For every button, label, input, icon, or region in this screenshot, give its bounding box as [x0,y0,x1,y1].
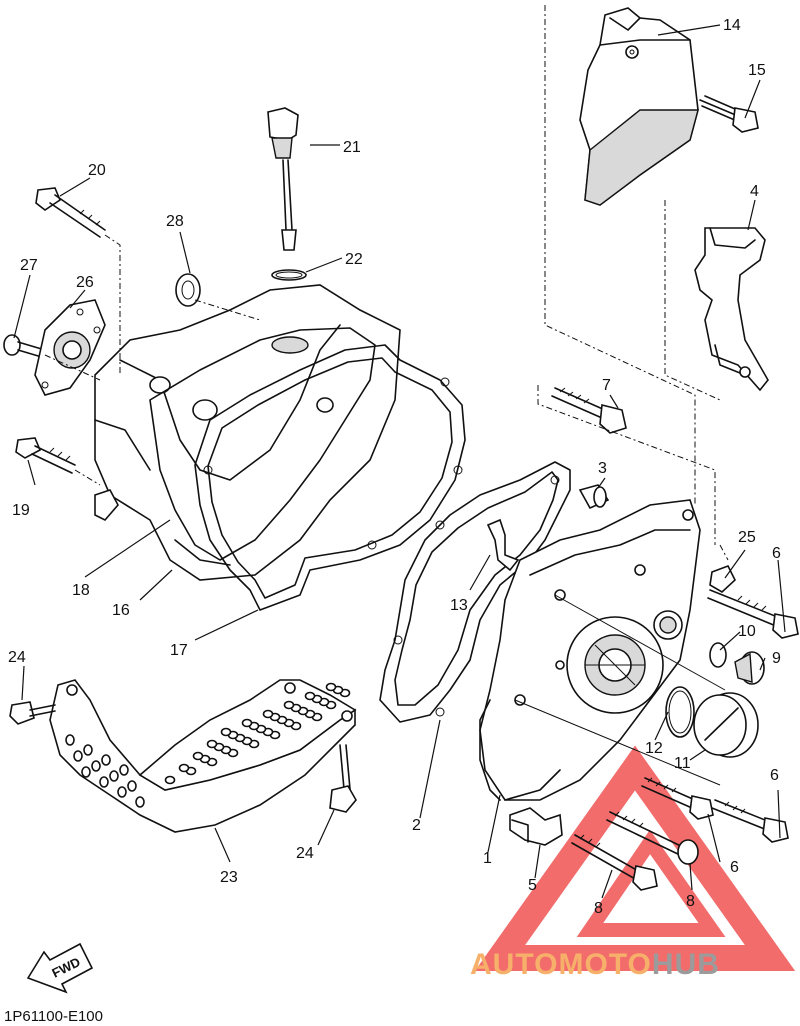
vent-hole [241,718,253,728]
part-12-o-ring [665,686,695,738]
vent-hole [81,766,91,778]
vent-hole [65,734,75,746]
callout-6a: 6 [772,545,781,562]
forward-direction-arrow: FWD [26,942,94,994]
callout-numbers: 1 2 3 4 5 6 6 6 7 8 8 9 10 11 12 13 14 1… [8,17,781,917]
part-11-cap [693,692,759,758]
assembly-guide-lines-right [514,5,729,786]
part-10-o-ring [709,642,727,668]
vent-hole [99,776,109,788]
callout-5: 5 [528,877,537,894]
watermark-text-hub: HUB [652,948,720,981]
vent-hole [164,775,176,785]
part-13-clip [486,518,520,572]
part-16-crankcase-cover [94,284,401,581]
callout-24a: 24 [8,649,26,666]
callout-leader-lines [13,24,786,899]
callout-25: 25 [738,529,756,546]
vent-hole [325,682,337,692]
watermark-text-automoto: AUTOMOTO [470,948,652,981]
part-1-crankcase-cover [479,499,701,801]
part-2-gasket [379,461,571,723]
callout-14: 14 [723,17,741,34]
callout-10: 10 [738,623,756,640]
part-18-gasket [149,327,376,561]
callout-17: 17 [170,642,188,659]
part-7-bolt [551,387,627,434]
vent-hole [117,786,127,798]
part-14-upper-cover [579,7,699,206]
callout-20: 20 [88,162,106,179]
vent-hole [283,700,295,710]
part-6-bolt-b [711,799,789,843]
callout-27: 27 [20,257,38,274]
watermark-triangle-logo [474,745,796,971]
callout-19: 19 [12,502,30,519]
callout-1: 1 [483,850,492,867]
vent-hole [127,780,137,792]
callout-3: 3 [598,460,607,477]
callout-7: 7 [602,377,611,394]
callout-24b: 24 [296,845,314,862]
part-21-dipstick [267,107,299,251]
vent-hole [73,750,83,762]
callout-6c: 6 [730,859,739,876]
callout-13: 13 [450,597,468,614]
part-15-bolt [699,95,759,133]
vent-hole [192,751,204,761]
vent-hole [101,754,111,766]
part-20-bolt [35,187,106,238]
watermark-brand: AUTOMOTOHUB [470,948,720,981]
callout-4: 4 [750,183,759,200]
callout-8b: 8 [686,893,695,910]
vent-hole [262,709,274,719]
callout-21: 21 [343,139,361,156]
callout-11: 11 [674,755,691,772]
callout-16: 16 [112,602,130,619]
vent-hole [206,739,218,749]
part-28-oil-seal [175,273,201,307]
part-24-bolt-b [329,744,357,813]
part-17-gasket [194,344,466,611]
callout-2: 2 [412,817,421,834]
vent-hole [83,744,93,756]
vent-hole [91,760,101,772]
vent-hole [109,770,119,782]
vent-hole [135,796,145,808]
callout-15: 15 [748,62,766,79]
part-26-plate [34,299,106,396]
vent-hole [304,691,316,701]
vent-hole [220,727,232,737]
callout-22: 22 [345,251,363,268]
part-3-dowel-pin [578,484,610,510]
part-6-bolt-a [707,589,799,639]
part-5-clamp [509,807,563,846]
callout-9: 9 [772,650,781,667]
callout-23: 23 [220,869,238,886]
callout-26: 26 [76,274,94,291]
callout-6b: 6 [770,767,779,784]
part-24-bolt-a [9,701,56,725]
part-4-bracket [694,227,769,392]
part-19-bolt [15,437,76,474]
assembly-guide-lines-left [44,234,261,486]
vent-hole [119,764,129,776]
vent-hole [178,763,190,773]
callout-28: 28 [166,213,184,230]
part-8-bolt-b [571,834,658,891]
callout-12: 12 [645,740,663,757]
diagram-code: 1P61100-E100 [4,1008,103,1025]
callout-8a: 8 [594,900,603,917]
part-6-bolt-c [641,777,714,820]
skid-plate-vent-holes [65,682,351,808]
part-9-plug [734,651,765,685]
part-22-o-ring [271,269,307,281]
callout-18: 18 [72,582,90,599]
part-8-bolt-a [606,811,699,865]
